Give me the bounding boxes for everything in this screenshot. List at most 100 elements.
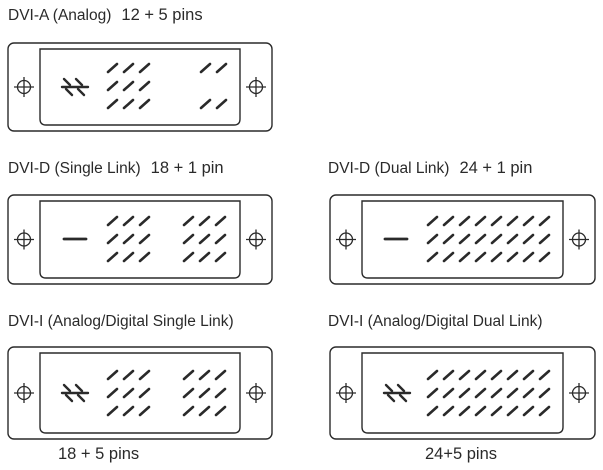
pin: [490, 233, 503, 245]
connector-shell: [7, 42, 273, 132]
connector-shell: [329, 194, 596, 285]
pin: [458, 233, 471, 245]
pin: [442, 369, 455, 381]
pin: [122, 215, 135, 227]
pin: [442, 233, 455, 245]
analog-blade-icon: [382, 383, 412, 403]
pin: [506, 251, 519, 263]
dvi-i-single-connector: [7, 346, 273, 440]
pin-grid: [426, 215, 551, 263]
pin: [522, 405, 535, 417]
pin: [522, 369, 535, 381]
pin-grid: [182, 215, 227, 263]
dvi-d-single-title: DVI-D (Single Link)18 + 1 pin: [8, 160, 224, 177]
plug-face: [39, 352, 241, 434]
connector-shell: [7, 346, 273, 440]
right-screw-icon: [246, 229, 266, 250]
pin: [122, 405, 135, 417]
pin: [199, 98, 212, 110]
dvi-a-name: DVI-A (Analog): [8, 7, 112, 24]
pin: [490, 251, 503, 263]
pin: [106, 405, 119, 417]
pin: [426, 369, 439, 381]
connector-shell: [7, 194, 273, 285]
pin: [182, 387, 195, 399]
pin-grid: [106, 369, 151, 417]
pin: [122, 369, 135, 381]
left-screw-icon: [336, 229, 356, 250]
pin: [474, 387, 487, 399]
pin: [474, 233, 487, 245]
pin: [458, 369, 471, 381]
pin: [506, 215, 519, 227]
pin: [138, 369, 151, 381]
right-screw-icon: [569, 383, 589, 403]
pin: [138, 387, 151, 399]
pin: [198, 215, 211, 227]
pin: [490, 387, 503, 399]
dvi-i-single-pin-count: 18 + 5 pins: [58, 445, 140, 463]
pin: [138, 251, 151, 263]
left-screw-icon: [14, 229, 34, 250]
pin: [122, 233, 135, 245]
pin: [122, 98, 135, 110]
pin: [442, 387, 455, 399]
dvi-i-dual-title: DVI-I (Analog/Digital Dual Link): [328, 313, 543, 330]
pin: [198, 405, 211, 417]
pin: [198, 251, 211, 263]
plug-face: [39, 48, 241, 126]
pin: [538, 369, 551, 381]
pin: [522, 251, 535, 263]
plug-face: [361, 352, 564, 434]
pin: [122, 62, 135, 74]
pin: [122, 80, 135, 92]
pin: [214, 233, 227, 245]
pin: [490, 405, 503, 417]
pin: [474, 215, 487, 227]
pin: [538, 233, 551, 245]
pin: [538, 387, 551, 399]
pin: [106, 215, 119, 227]
pin: [106, 251, 119, 263]
pin: [182, 251, 195, 263]
pin: [426, 233, 439, 245]
pin: [182, 215, 195, 227]
dvi-i-dual-connector: [329, 346, 596, 440]
analog-blade-icon: [60, 77, 90, 97]
pin: [215, 98, 228, 110]
pin: [182, 405, 195, 417]
dvi-d-dual-name: DVI-D (Dual Link): [328, 160, 450, 177]
pin: [106, 369, 119, 381]
pin: [474, 369, 487, 381]
pin: [522, 387, 535, 399]
dvi-a-connector: [7, 42, 273, 132]
pin: [506, 233, 519, 245]
pin: [458, 251, 471, 263]
connector-shell: [329, 346, 596, 440]
pin: [474, 251, 487, 263]
pin: [214, 369, 227, 381]
pin: [199, 62, 212, 74]
pin-grid: [426, 369, 551, 417]
pin: [214, 215, 227, 227]
pin: [538, 251, 551, 263]
dvi-a-title: DVI-A (Analog)12 + 5 pins: [8, 7, 203, 24]
pin: [522, 215, 535, 227]
pin: [138, 233, 151, 245]
pin: [215, 62, 228, 74]
pin: [506, 387, 519, 399]
dvi-d-dual-title: DVI-D (Dual Link)24 + 1 pin: [328, 160, 532, 177]
dvi-d-single-name: DVI-D (Single Link): [8, 160, 141, 177]
pin: [182, 233, 195, 245]
right-screw-icon: [246, 77, 266, 97]
pin: [426, 405, 439, 417]
pin: [198, 369, 211, 381]
analog-pins: [199, 62, 228, 110]
pin: [214, 387, 227, 399]
pin: [442, 251, 455, 263]
dvi-d-dual-connector: [329, 194, 596, 285]
pin: [214, 251, 227, 263]
pin: [106, 233, 119, 245]
pin: [122, 387, 135, 399]
pin: [458, 387, 471, 399]
